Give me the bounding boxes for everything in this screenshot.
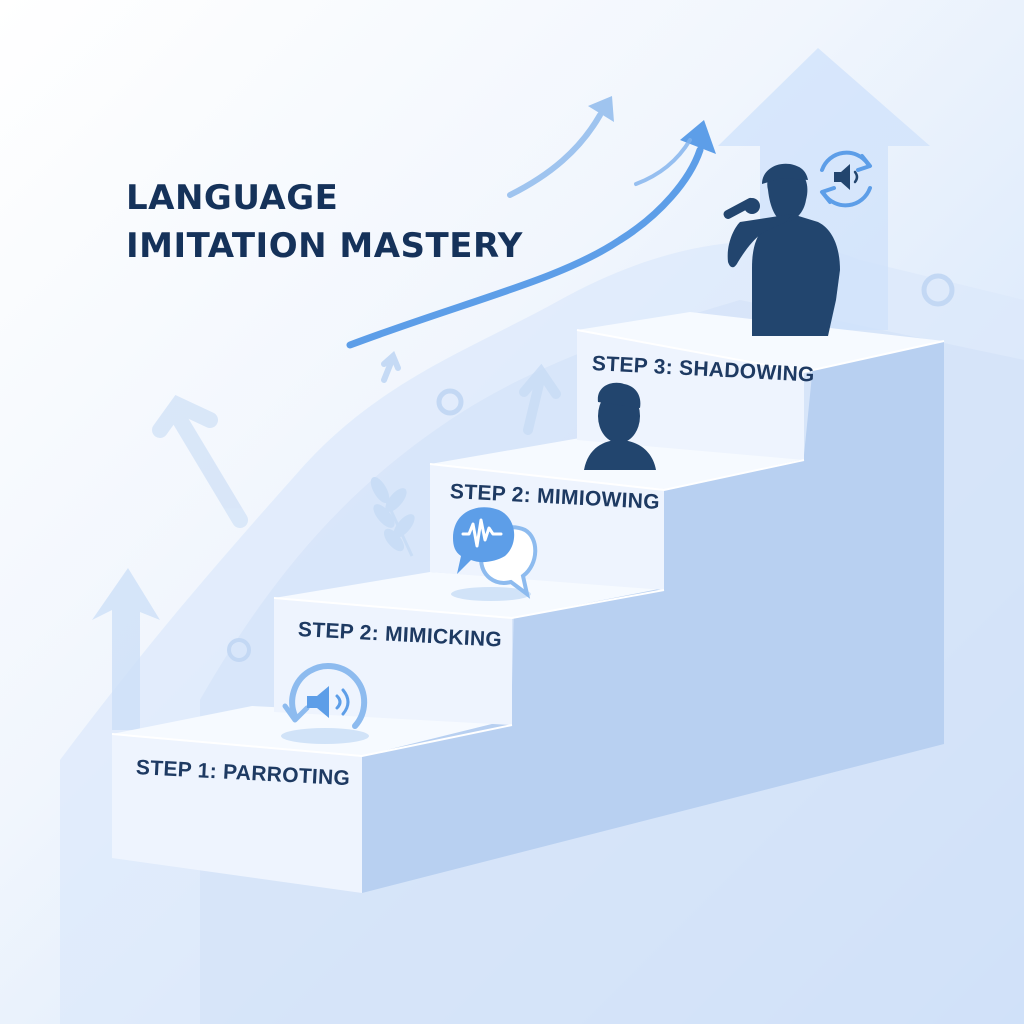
growth-curve-arrowhead-2-icon: [588, 96, 614, 122]
deco-circle-1: [436, 388, 464, 416]
growth-curve-arrowhead-icon: [680, 120, 716, 154]
faint-up-arrow-left-icon: [92, 568, 160, 730]
step-2-front: [274, 598, 512, 725]
page-title-line-1: LANGUAGE: [126, 178, 339, 218]
person-microphone-icon: [723, 163, 840, 336]
growth-curve-arrow-3: [634, 138, 692, 186]
step-1-front: [112, 734, 362, 893]
step-4-top: [577, 312, 944, 372]
faint-diagonal-arrow-icon: [152, 394, 248, 528]
faint-arrow-mid-icon: [519, 363, 561, 435]
speaker-repeat-small-icon: [820, 150, 872, 208]
stair-side-face: [362, 335, 944, 893]
deco-circle-3: [921, 273, 955, 307]
page-title-line-2: IMITATION MASTERY: [126, 226, 523, 266]
growth-curve-arrow-2: [507, 112, 603, 198]
growth-curve-arrow: [346, 146, 704, 349]
faint-small-arrow-icon: [381, 350, 401, 383]
deco-circle-2: [227, 638, 251, 662]
speaker-repeat-icon: [281, 663, 369, 744]
leaf-sprig-icon: [370, 477, 415, 557]
person-head-icon: [584, 382, 656, 470]
sound-wave-bubble-icon: [451, 507, 538, 601]
